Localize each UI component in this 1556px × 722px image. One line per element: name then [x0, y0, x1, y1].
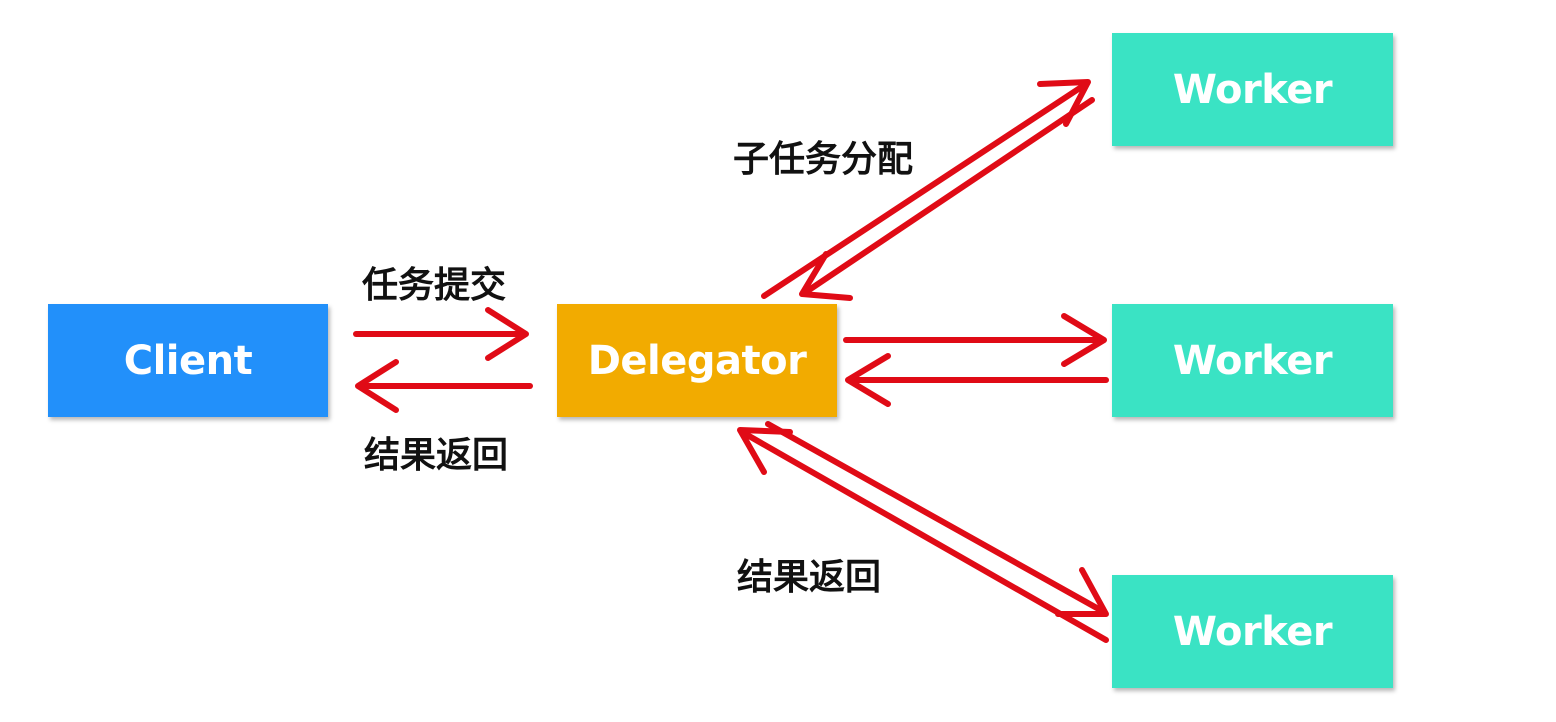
delegator-label: Delegator: [587, 337, 807, 384]
arrow-subtask-worker-3: [765, 421, 1109, 617]
label-result-return-worker: 结果返回: [737, 557, 882, 598]
label-subtask-assign: 子任务分配: [733, 139, 914, 180]
client-label: Client: [123, 337, 253, 384]
arrow-subtask-worker-1: [761, 79, 1091, 299]
worker-node-1: Worker: [1112, 33, 1393, 146]
delegator-node: Delegator: [557, 304, 837, 417]
worker-label-2: Worker: [1172, 337, 1333, 384]
label-result-return-client: 结果返回: [364, 435, 509, 476]
worker-node-3: Worker: [1112, 575, 1393, 688]
arrow-return-worker-2: [845, 353, 1109, 407]
client-node: Client: [48, 304, 328, 417]
arrow-return-worker-1: [799, 97, 1095, 301]
arrow-result-return-client: [355, 359, 533, 413]
worker-label-3: Worker: [1172, 608, 1333, 655]
label-task-submit: 任务提交: [362, 265, 507, 306]
worker-node-2: Worker: [1112, 304, 1393, 417]
arrow-task-submit: [353, 307, 529, 361]
arrow-return-worker-3: [737, 427, 1109, 643]
arrow-subtask-worker-2: [843, 313, 1107, 367]
worker-label-1: Worker: [1172, 66, 1333, 113]
